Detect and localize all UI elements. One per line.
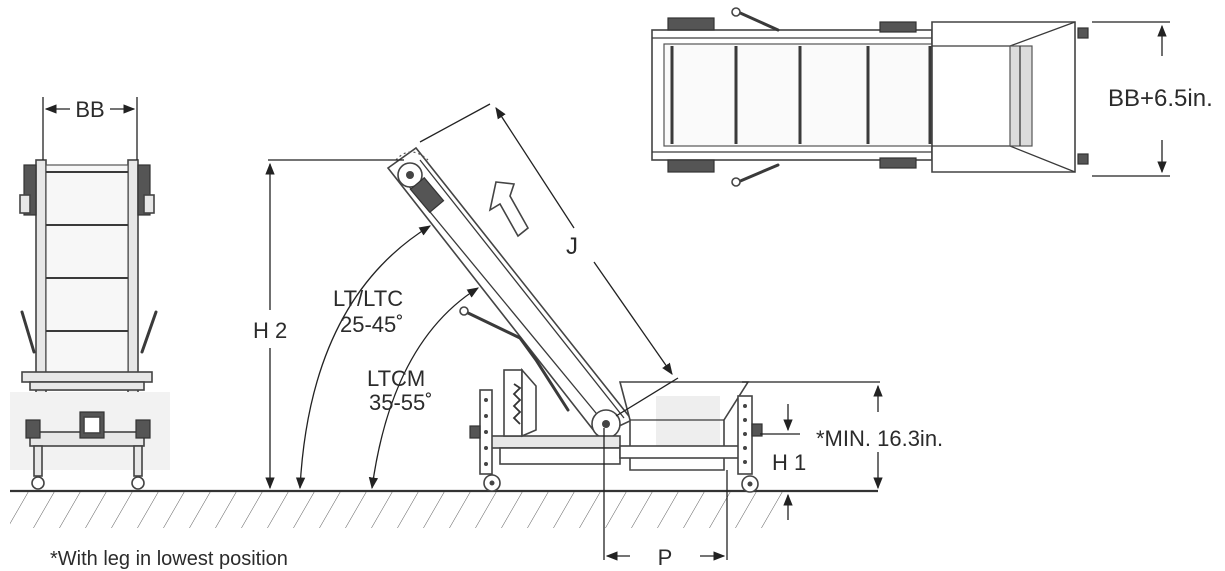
- ground-left-hatch: [10, 492, 785, 528]
- ltcm-label: LTCM: [367, 366, 425, 391]
- h1-label: H 1: [772, 450, 806, 475]
- front-view: BB: [10, 97, 170, 490]
- top-view: BB+6.5in.: [651, 7, 1213, 187]
- h2-label: H 2: [253, 318, 287, 343]
- footnote: *With leg in lowest position: [50, 548, 288, 570]
- ground: [10, 489, 878, 528]
- lt-ltc-label: LT/LTC: [333, 286, 403, 311]
- min-height-label: *MIN. 16.3in.: [816, 426, 943, 451]
- j-label: J: [566, 233, 578, 260]
- bb-plus-label: BB+6.5in.: [1108, 85, 1213, 112]
- ltcm-angle: 35-55˚: [369, 390, 433, 415]
- dimensions: H 2 J LT/LTC 25-45˚ LTCM 35-55˚ *MIN. 16…: [253, 103, 943, 570]
- bb-label: BB: [75, 97, 104, 122]
- side-view: [386, 146, 763, 493]
- lt-ltc-angle: 25-45˚: [340, 312, 404, 337]
- p-label: P: [658, 545, 673, 570]
